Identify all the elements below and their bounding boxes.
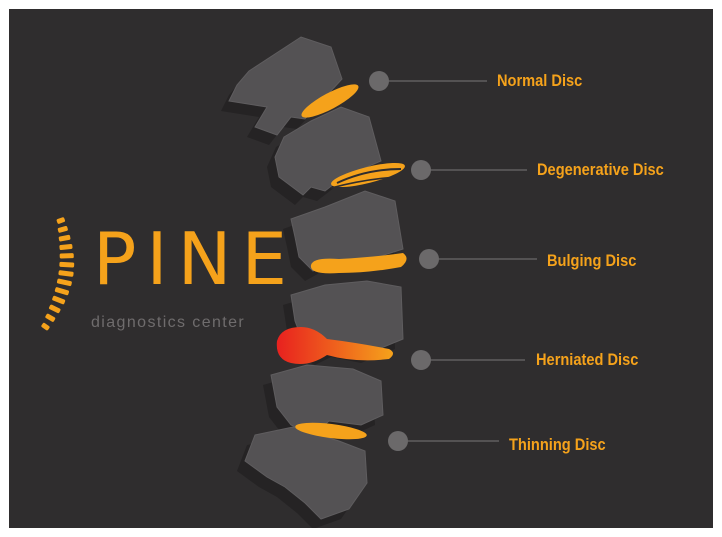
callout-label-thinning-disc: Thinning Disc (509, 435, 606, 455)
callout-label-normal-disc: Normal Disc (497, 71, 582, 91)
callout-dot (388, 431, 408, 451)
logo-spine-segment (58, 270, 74, 277)
callout-dot (419, 249, 439, 269)
poster-background: PINE diagnostics center Normal Disc Dege… (9, 9, 713, 528)
logo-spine-segment (60, 253, 74, 258)
logo-spine-segment (52, 295, 66, 304)
logo-spine-segment (59, 244, 72, 250)
logo-spine-icon (41, 217, 75, 331)
logo-spine-segment (54, 287, 69, 296)
brand-name: PINE (93, 223, 297, 295)
brand-name-text: PINE (93, 217, 297, 301)
logo-spine-segment (56, 217, 65, 224)
logo-spine-segment (59, 262, 74, 268)
logo-spine-segment (45, 313, 56, 322)
callout-label-degenerative-disc: Degenerative Disc (537, 160, 664, 180)
brand-tagline: diagnostics center (91, 314, 245, 332)
callout-dot (369, 71, 389, 91)
logo-spine-segment (41, 322, 50, 331)
logo-spine-segment (58, 235, 70, 242)
logo-spine-segment (57, 278, 72, 286)
callout-dot (411, 350, 431, 370)
callout-dot (411, 160, 431, 180)
logo-spine-segment (48, 304, 61, 314)
logo-spine-segment (57, 226, 68, 233)
callout-label-bulging-disc: Bulging Disc (547, 251, 636, 271)
callout-label-herniated-disc: Herniated Disc (536, 350, 638, 370)
